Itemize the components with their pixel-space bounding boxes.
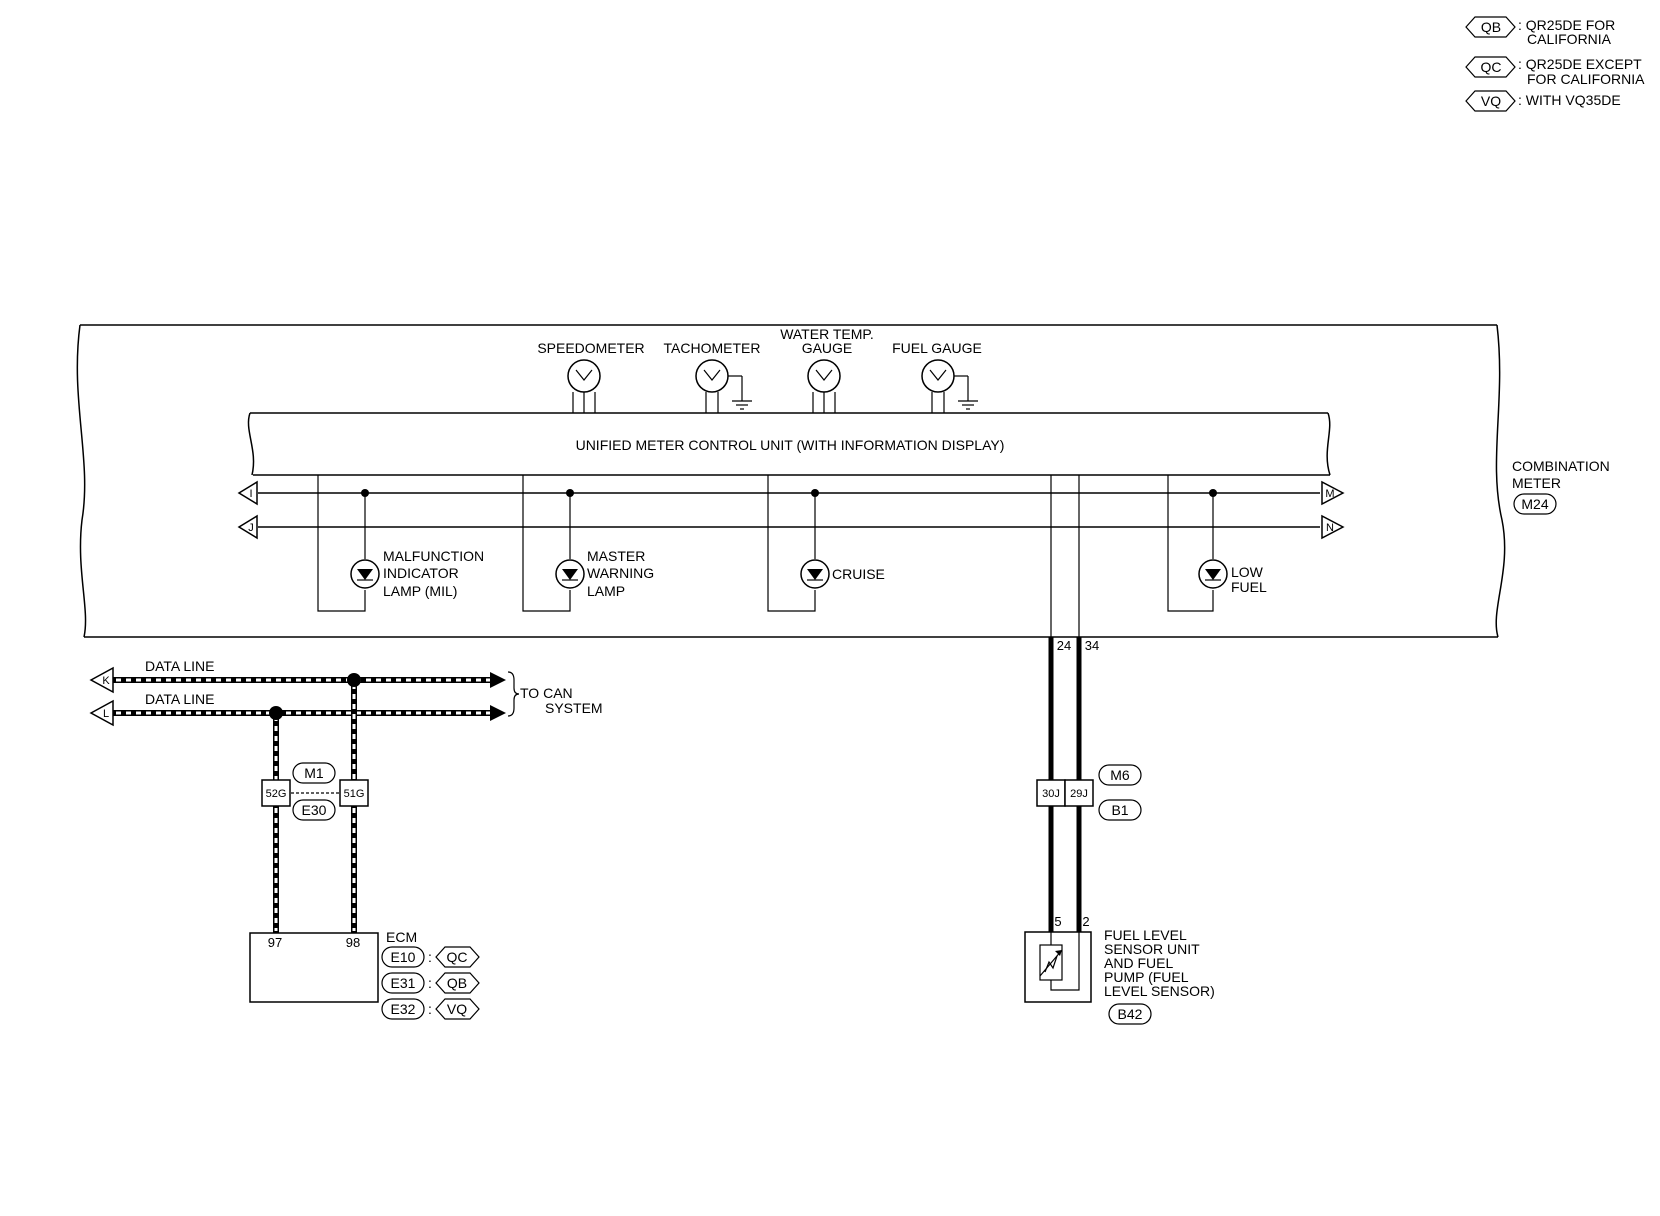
gauge-label: TACHOMETER (664, 340, 761, 356)
connector-id: E32 (391, 1001, 416, 1017)
meter-name: COMBINATION (1512, 458, 1610, 474)
sensor-label: SENSOR UNIT (1104, 941, 1200, 957)
sensor-label: AND FUEL (1104, 955, 1173, 971)
legend-code: VQ (1481, 93, 1501, 109)
connector-id: B42 (1118, 1006, 1143, 1022)
lamp-master-warning: MASTER WARNING LAMP (522, 475, 654, 612)
to-can-label: SYSTEM (545, 700, 603, 716)
to-can-label: TO CAN (520, 685, 573, 701)
connector-id: E31 (391, 975, 416, 991)
combination-meter: COMBINATION METER M24 (76, 324, 1610, 638)
gauge-label: SPEEDOMETER (537, 340, 644, 356)
gauge-label: GAUGE (802, 340, 853, 356)
ecm: 97 98 ECM E10 : QC E31 : QB E32 : VQ (249, 929, 480, 1020)
joint-connector-label: 52G (266, 788, 287, 800)
sensor-label: FUEL LEVEL (1104, 927, 1187, 943)
data-line-label: DATA LINE (145, 658, 215, 674)
legend-desc: : QR25DE EXCEPT (1518, 56, 1642, 72)
legend-desc: : WITH VQ35DE (1518, 92, 1621, 108)
fuel-level-circuit: 24 34 30J 29J M6 B1 5 2 FUEL LEVEL SENSO… (1024, 475, 1215, 1025)
lamp-label: LOW (1231, 564, 1264, 580)
terminal-label: N (1326, 522, 1334, 534)
legend-item-qb: QB : QR25DE FOR CALIFORNIA (1465, 16, 1615, 47)
connector-id: M1 (304, 765, 324, 781)
meter-name: METER (1512, 475, 1561, 491)
legend-code: QB (447, 975, 467, 991)
legend-code: QC (1481, 59, 1502, 75)
terminal-label: M (1325, 488, 1334, 500)
gauge-speedometer: SPEEDOMETER (537, 340, 645, 413)
pin-number: 2 (1082, 914, 1089, 929)
lamp-mil: MALFUNCTION INDICATOR LAMP (MIL) (317, 475, 484, 612)
separator: : (428, 1001, 432, 1017)
sensor-label: LEVEL SENSOR) (1104, 983, 1215, 999)
joint-connector-label: 30J (1042, 788, 1060, 800)
legend-item-vq: VQ : WITH VQ35DE (1465, 90, 1621, 112)
control-unit: UNIFIED METER CONTROL UNIT (WITH INFORMA… (247, 412, 1331, 476)
lamp-cruise: CRUISE (767, 475, 885, 612)
pin-number: 98 (346, 935, 360, 950)
gauge-fuel: FUEL GAUGE (892, 340, 982, 413)
gauge-label: WATER TEMP. (780, 326, 874, 342)
ecm-label: ECM (386, 929, 417, 945)
pin-number: 97 (268, 935, 282, 950)
connector-arrow-m (1321, 480, 1345, 506)
legend-desc: FOR CALIFORNIA (1527, 71, 1645, 87)
legend-item-qc: QC : QR25DE EXCEPT FOR CALIFORNIA (1465, 56, 1645, 87)
pin-number: 24 (1057, 638, 1071, 653)
terminal-label: L (103, 708, 109, 720)
legend-code: QB (1481, 19, 1501, 35)
terminal-label: I (249, 488, 252, 500)
separator: : (428, 975, 432, 991)
lamp-label: MALFUNCTION (383, 548, 484, 564)
legend: QB : QR25DE FOR CALIFORNIA QC : QR25DE E… (1465, 16, 1645, 112)
lamp-label: LAMP (587, 583, 625, 599)
lamp-low-fuel: LOW FUEL (1167, 475, 1267, 612)
connector-id: B1 (1111, 802, 1128, 818)
legend-desc: CALIFORNIA (1527, 31, 1612, 47)
terminal-label: K (102, 675, 110, 687)
lamp-label: MASTER (587, 548, 645, 564)
separator: : (428, 949, 432, 965)
connector-arrow-i (237, 480, 258, 506)
legend-code: QC (447, 949, 468, 965)
connector-id: M6 (1110, 767, 1130, 783)
can-data-lines: K L DATA LINE DATA LINE TO CAN SYSTEM 52… (89, 658, 603, 933)
connector-arrow-j (237, 514, 258, 540)
sensor-label: PUMP (FUEL (1104, 969, 1189, 985)
variable-resistor-icon (1039, 944, 1063, 981)
connector-id: E30 (302, 802, 327, 818)
gauge-water-temp: WATER TEMP. GAUGE (780, 326, 874, 413)
data-line-label: DATA LINE (145, 691, 215, 707)
pin-number: 5 (1054, 914, 1061, 929)
legend-desc: : QR25DE FOR (1518, 17, 1615, 33)
terminal-label: J (248, 522, 254, 534)
legend-code: VQ (447, 1001, 467, 1017)
lamp-label: WARNING (587, 565, 654, 581)
control-unit-label: UNIFIED METER CONTROL UNIT (WITH INFORMA… (576, 437, 1005, 453)
joint-connector-label: 29J (1070, 788, 1088, 800)
connector-arrow-n (1321, 514, 1345, 540)
meter-connector: M24 (1521, 496, 1548, 512)
internal-bus: I J M N (237, 480, 1345, 540)
pin-number: 34 (1085, 638, 1099, 653)
lamp-label: CRUISE (832, 566, 885, 582)
joint-connector-label: 51G (344, 788, 365, 800)
lamp-label: LAMP (MIL) (383, 583, 457, 599)
gauge-tachometer: TACHOMETER (664, 340, 761, 413)
lamp-label: FUEL (1231, 579, 1267, 595)
connector-id: E10 (391, 949, 416, 965)
lamp-label: INDICATOR (383, 565, 459, 581)
gauge-label: FUEL GAUGE (892, 340, 982, 356)
